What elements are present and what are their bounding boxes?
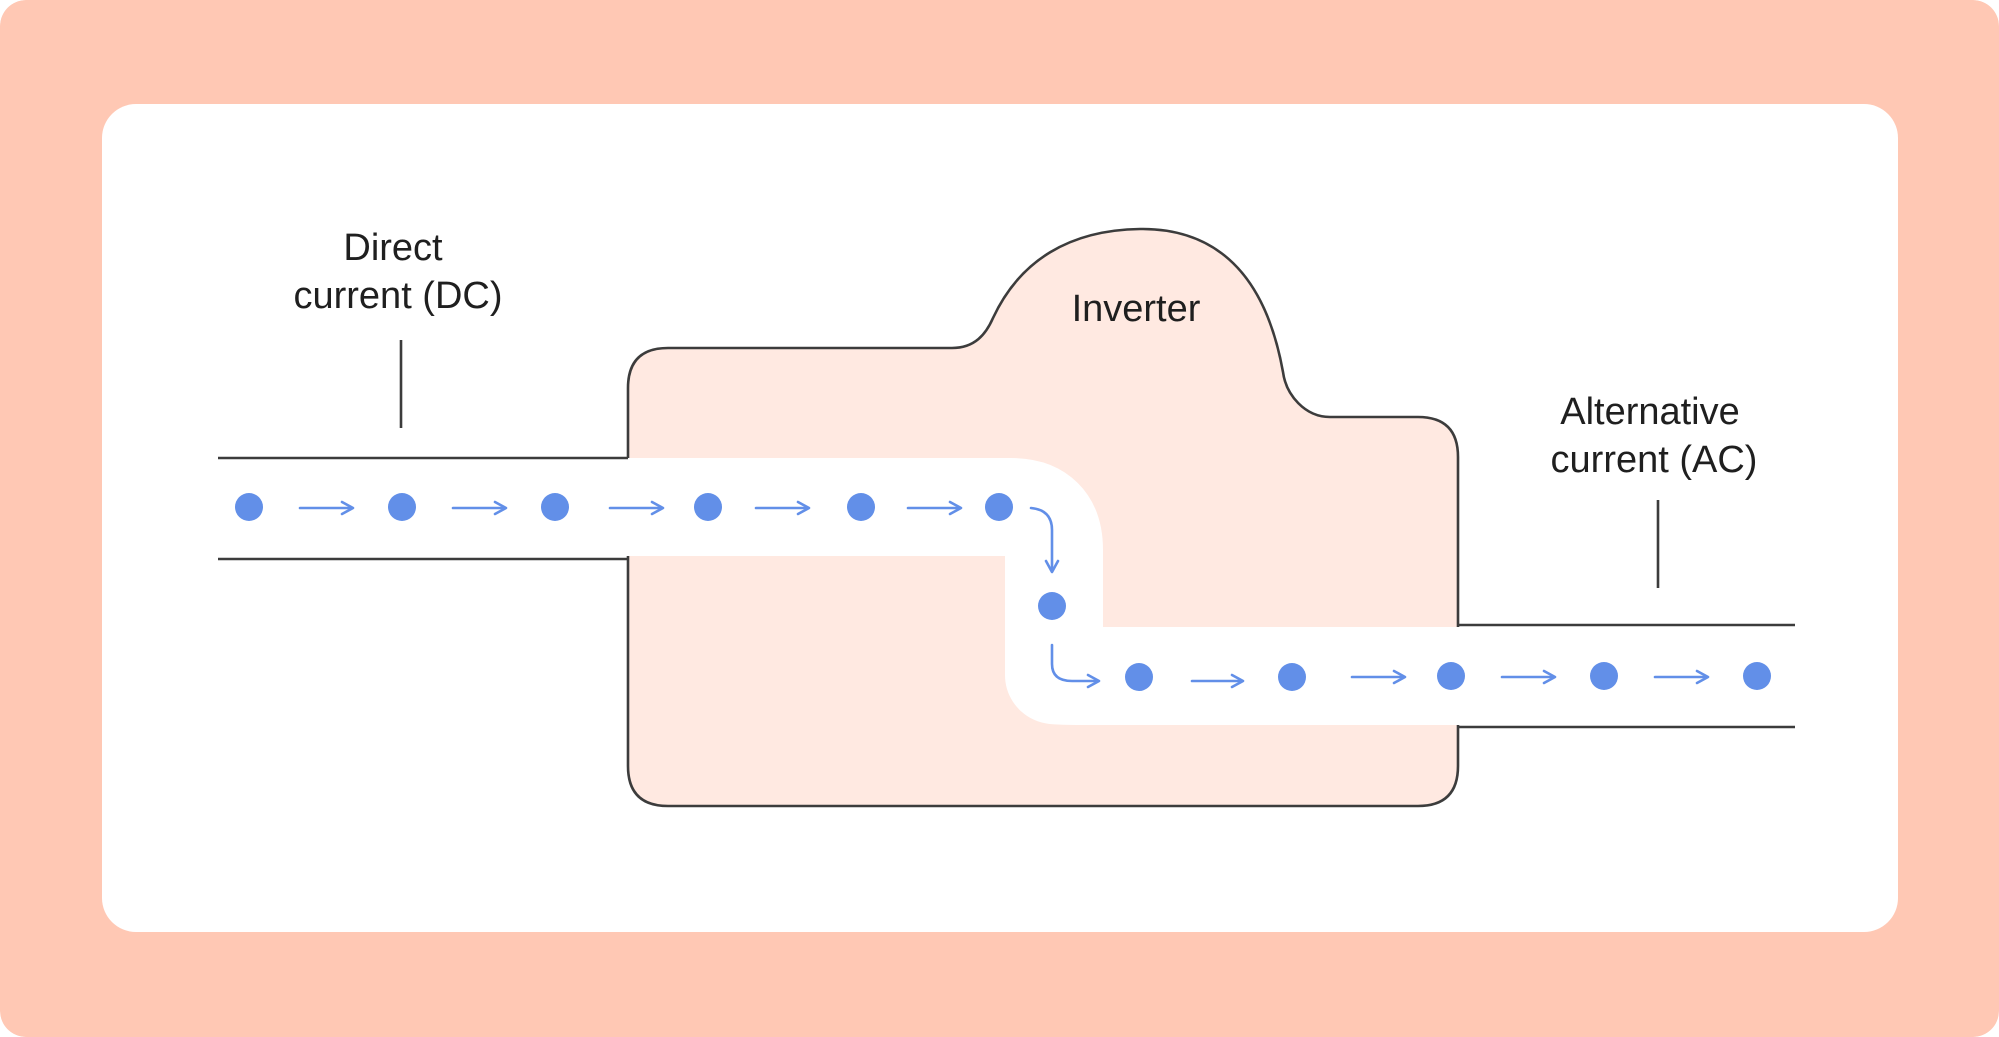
current-dot bbox=[1278, 663, 1306, 691]
dc-label-line1: Direct bbox=[343, 227, 443, 269]
flow-arrow-bend-down bbox=[1029, 506, 1060, 574]
dc-label-line2: current (DC) bbox=[293, 275, 502, 317]
current-dot bbox=[235, 493, 263, 521]
current-dot bbox=[694, 493, 722, 521]
ac-label-line1: Alternative bbox=[1560, 391, 1740, 433]
current-arrows bbox=[298, 500, 1710, 689]
current-dot bbox=[985, 493, 1013, 521]
current-dot bbox=[847, 493, 875, 521]
current-dot bbox=[541, 493, 569, 521]
current-dot bbox=[1038, 592, 1066, 620]
current-dots bbox=[235, 493, 1771, 691]
inverter-label: Inverter bbox=[1072, 288, 1201, 330]
current-dot bbox=[1437, 662, 1465, 690]
current-dot bbox=[1590, 662, 1618, 690]
current-dot bbox=[388, 493, 416, 521]
flow-arrow-bend-right bbox=[1050, 643, 1101, 689]
current-channel bbox=[620, 458, 1460, 725]
ac-label-line2: current (AC) bbox=[1551, 439, 1758, 481]
current-dot bbox=[1743, 662, 1771, 690]
current-dot bbox=[1125, 663, 1153, 691]
